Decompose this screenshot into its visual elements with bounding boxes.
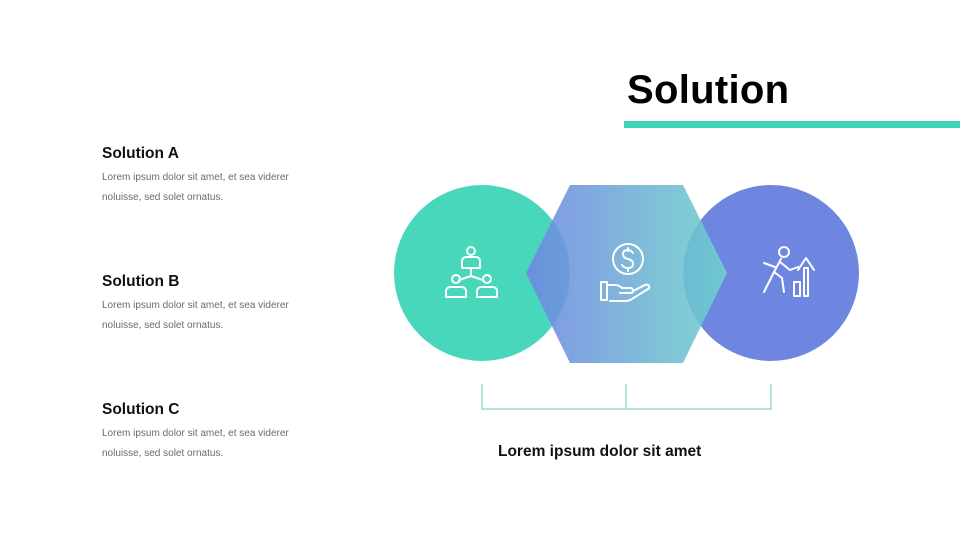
solution-b-text: Lorem ipsum dolor sit amet, et sea vider… — [102, 300, 289, 331]
diagram-caption: Lorem ipsum dolor sit amet — [498, 443, 702, 460]
left-circle — [394, 185, 570, 361]
solution-a-title: Solution A — [102, 145, 179, 162]
solution-c: Solution C Lorem ipsum dolor sit amet, e… — [102, 401, 342, 464]
diagram-bracket — [481, 384, 772, 410]
solution-b-title: Solution B — [102, 273, 180, 290]
solution-a: Solution A Lorem ipsum dolor sit amet, e… — [102, 145, 342, 208]
solution-c-title: Solution C — [102, 401, 180, 418]
team-hierarchy-icon — [445, 246, 498, 298]
business-growth-icon — [763, 246, 815, 297]
solution-b: Solution B Lorem ipsum dolor sit amet, e… — [102, 273, 342, 336]
right-circle — [683, 185, 859, 361]
solution-c-text: Lorem ipsum dolor sit amet, et sea vider… — [102, 428, 289, 459]
title-underline — [624, 121, 960, 128]
solution-a-text: Lorem ipsum dolor sit amet, et sea vider… — [102, 172, 289, 203]
dollar-hand-icon — [600, 243, 651, 302]
page-title: Solution — [627, 68, 790, 112]
